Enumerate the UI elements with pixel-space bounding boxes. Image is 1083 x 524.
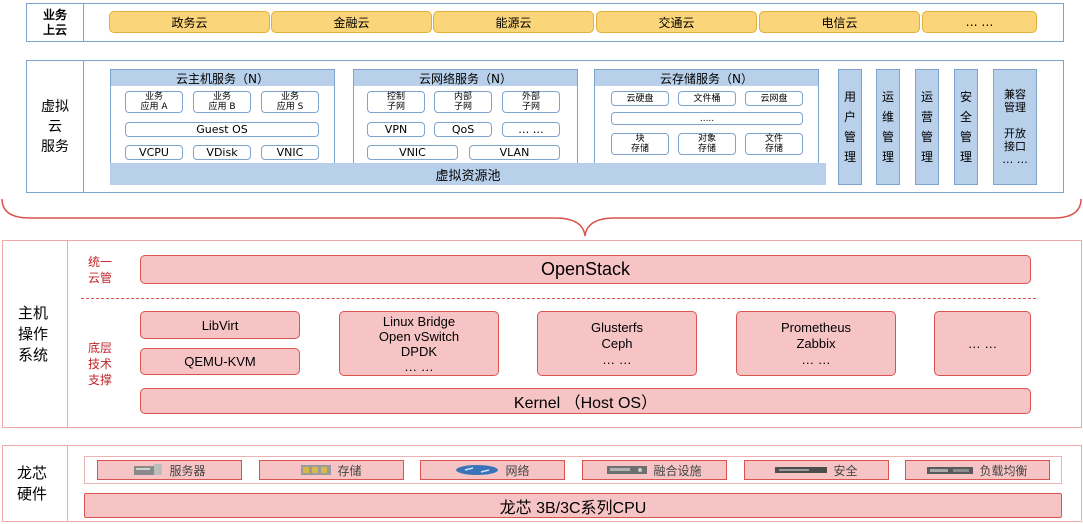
host-os-title: 主机 操作 系统	[17, 303, 48, 364]
hw-storage: 存储	[259, 460, 404, 480]
business-cloud-title: 业务 上云	[42, 7, 67, 37]
cloud-disk-chip: 云硬盘	[611, 91, 669, 106]
storage-tech-box: Glusterfs Ceph … …	[537, 311, 697, 376]
storage-icon	[301, 465, 332, 475]
compute-service-header: 云主机服务（N）	[111, 70, 334, 86]
hardware-title: 龙芯 硬件	[16, 463, 47, 503]
qos-chip: QoS	[434, 122, 492, 137]
hw-converged-label: 融合设施	[653, 463, 702, 478]
hw-network: 网络	[420, 460, 565, 480]
vnic-chip: VNIC	[261, 145, 319, 160]
other-tech-box: … …	[934, 311, 1031, 376]
hw-storage-label: 存储	[337, 463, 362, 478]
security-management: 安 全 管 理	[954, 69, 978, 185]
dashed-separator	[81, 298, 1036, 299]
openstack-box: OpenStack	[140, 255, 1031, 284]
user-management: 用 户 管 理	[838, 69, 862, 185]
vpn-chip: VPN	[367, 122, 425, 137]
cpu-box: 龙芯 3B/3C系列CPU	[84, 493, 1062, 518]
hw-load-balancer: 负载均衡	[905, 460, 1050, 480]
base-tech-label: 底层 技术 支撑	[87, 341, 112, 387]
network-vnic-chip: VNIC	[367, 145, 458, 160]
monitor-tech-box: Prometheus Zabbix … …	[736, 311, 896, 376]
kernel-box: Kernel （Host OS）	[140, 388, 1031, 414]
network-more-chip: … …	[502, 122, 560, 137]
operation-management: 运 营 管 理	[915, 69, 939, 185]
virtual-cloud-title: 虚拟 云 服务	[41, 98, 69, 155]
unified-cloud-label: 统一 云管	[87, 255, 112, 285]
cloud-telecom: 电信云	[759, 11, 920, 33]
host-os-divider	[67, 241, 68, 427]
guest-os-chip: Guest OS	[125, 122, 319, 137]
ops-management: 运 维 管 理	[876, 69, 900, 185]
cloud-transport: 交通云	[596, 11, 757, 33]
hw-server: 服务器	[97, 460, 242, 480]
load-balancer-icon	[927, 466, 974, 474]
virtual-divider	[83, 61, 84, 192]
cloud-more: … …	[922, 11, 1037, 33]
vcpu-chip: VCPU	[125, 145, 183, 160]
compute-app-s: 业务 应用 S	[261, 91, 319, 113]
network-service-header: 云网络服务（N）	[354, 70, 577, 86]
object-storage-chip: 对象 存储	[678, 133, 736, 155]
qemu-kvm-box: QEMU-KVM	[140, 348, 300, 375]
converged-icon	[607, 466, 648, 474]
hw-load-balancer-label: 负载均衡	[979, 463, 1028, 478]
hw-security-label: 安全	[833, 463, 858, 478]
file-storage-chip: 文件 存储	[745, 133, 803, 155]
vlan-chip: VLAN	[469, 145, 560, 160]
cloud-finance: 金融云	[271, 11, 432, 33]
network-tech-box: Linux Bridge Open vSwitch DPDK … …	[339, 311, 499, 376]
control-subnet-chip: 控制 子网	[367, 91, 425, 113]
hw-server-label: 服务器	[169, 463, 206, 478]
brace-connector	[1, 198, 1082, 237]
internal-subnet-chip: 内部 子网	[434, 91, 492, 113]
hw-security: 安全	[744, 460, 889, 480]
libvirt-box: LibVirt	[140, 311, 300, 339]
external-subnet-chip: 外部 子网	[502, 91, 560, 113]
storage-service-header: 云存储服务（N）	[595, 70, 818, 86]
storage-ellipsis-chip: .....	[611, 112, 803, 125]
network-icon	[456, 465, 499, 475]
business-divider	[83, 4, 84, 41]
block-storage-chip: 块 存储	[611, 133, 669, 155]
cloud-gov: 政务云	[109, 11, 270, 33]
server-icon	[134, 464, 163, 475]
hardware-items-strip	[84, 456, 1062, 484]
virtual-resource-pool: 虚拟资源池	[110, 163, 826, 185]
cloud-drive-chip: 云网盘	[745, 91, 803, 106]
security-icon	[775, 467, 828, 473]
hardware-divider	[67, 446, 68, 521]
compute-app-a: 业务 应用 A	[125, 91, 183, 113]
hw-network-label: 网络	[505, 463, 530, 478]
vdisk-chip: VDisk	[193, 145, 251, 160]
hw-converged: 融合设施	[582, 460, 727, 480]
file-bucket-chip: 文件桶	[678, 91, 736, 106]
compat-open-api: 兼容 管理 开放 接口 … …	[993, 69, 1037, 185]
cloud-energy: 能源云	[433, 11, 594, 33]
compute-app-b: 业务 应用 B	[193, 91, 251, 113]
